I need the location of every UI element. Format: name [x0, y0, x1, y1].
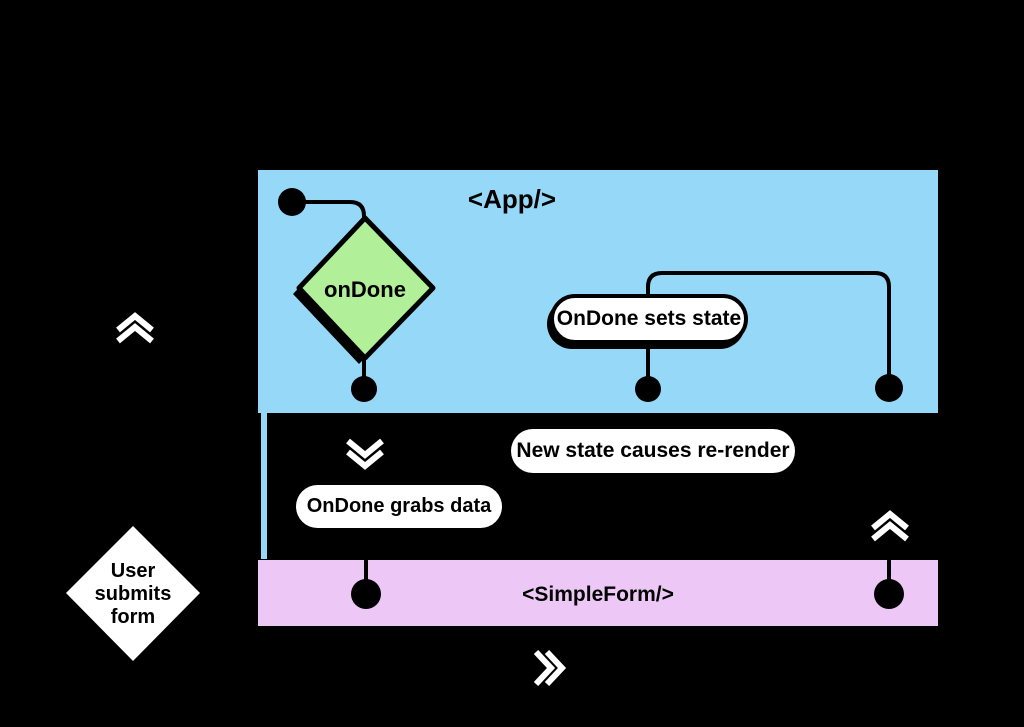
- ondone-diamond-label: onDone: [324, 277, 406, 302]
- ondone-sets-state-label: OnDone sets state: [556, 307, 742, 330]
- user-submits-form-label: User submits form: [56, 560, 210, 629]
- app-box-left-extension: [261, 413, 267, 559]
- double-chevron-up-icon: [871, 510, 909, 542]
- double-chevron-up-icon: [116, 312, 154, 344]
- user-label-line-2: submits: [94, 583, 172, 605]
- double-chevron-right-icon: [533, 649, 567, 687]
- new-state-rerender-capsule: New state causes re-render: [511, 429, 795, 473]
- simpleform-title: <SimpleForm/>: [522, 583, 674, 606]
- new-state-rerender-label: New state causes re-render: [516, 439, 790, 462]
- user-label-line-3: form: [110, 606, 156, 628]
- app-title: <App/>: [467, 184, 557, 214]
- user-label-line-1: User: [110, 560, 156, 582]
- ondone-sets-state-capsule: OnDone sets state: [550, 294, 748, 344]
- double-chevron-down-icon: [346, 438, 384, 470]
- ondone-grabs-data-capsule: OnDone grabs data: [296, 485, 502, 528]
- ondone-grabs-data-label: OnDone grabs data: [306, 495, 492, 517]
